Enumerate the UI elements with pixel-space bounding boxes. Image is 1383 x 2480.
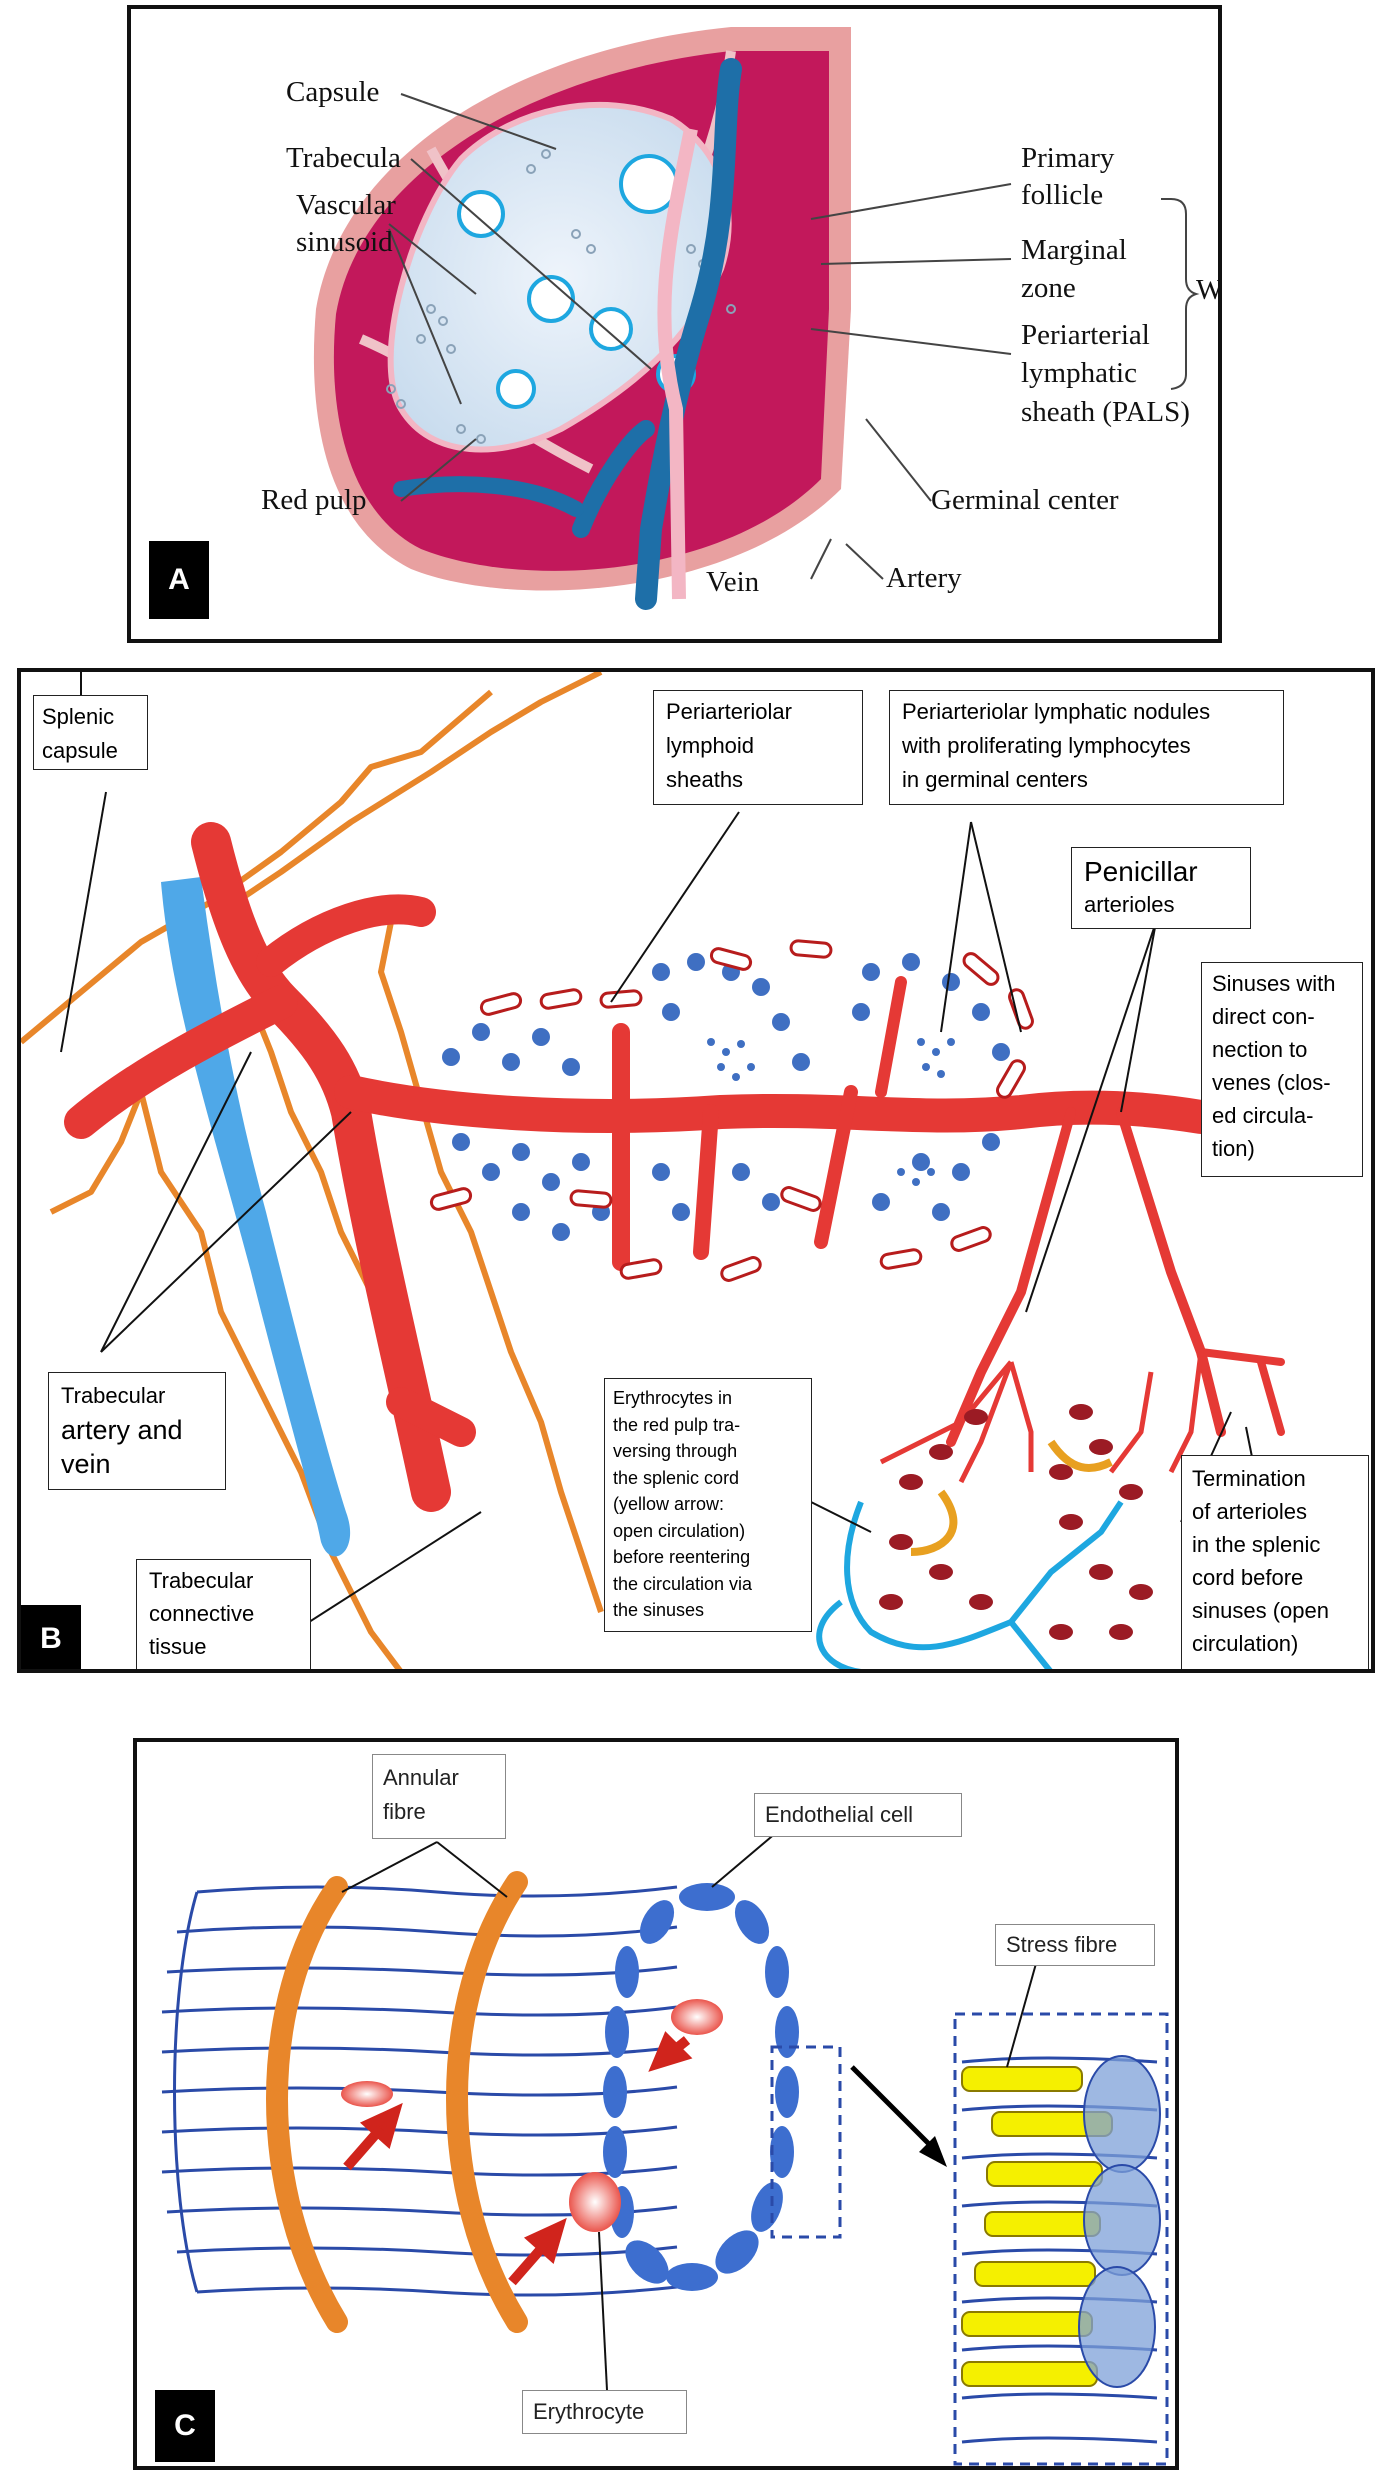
label-box-periarteriolar-sheaths: Periarteriolar lymphoid sheaths (653, 690, 863, 805)
panel-b: Splenic capsule Periarteriolar lymphoid … (17, 668, 1375, 1673)
panel-a-badge: A (149, 541, 209, 619)
panel-a: Capsule Trabecula Vascular sinusoid Red … (127, 5, 1222, 643)
label-box-termination: Termination of arterioles in the splenic… (1181, 1455, 1369, 1669)
endothelial-ring (603, 1883, 799, 2291)
erythrocyte-1 (341, 2081, 393, 2107)
label-white-pulp: White pulp (1196, 274, 1222, 306)
vein-vessel (635, 58, 742, 610)
label-pals-3: sheath (PALS) (1021, 396, 1190, 428)
label-vascular-sinusoid-1: Vascular (296, 189, 396, 221)
annular-fibre-right (446, 1871, 528, 2333)
label-box-annular-fibre: Annular fibre (372, 1754, 506, 1839)
endothelial-lobes (1078, 2055, 1161, 2388)
label-box-sinuses: Sinuses with direct con- nection to vene… (1201, 962, 1363, 1177)
panel-c: Annular fibre Endothelial cell Stress fi… (133, 1738, 1179, 2470)
spleen-cross-section-diagram: Capsule Trabecula Vascular sinusoid Red … (261, 27, 1222, 610)
label-germinal-center: Germinal center (931, 484, 1119, 516)
label-red-pulp: Red pulp (261, 484, 367, 516)
label-artery: Artery (886, 562, 962, 594)
yellow-arrows (910, 1439, 1113, 1556)
label-box-lymphatic-nodules: Periarteriolar lymphatic nodules with pr… (889, 690, 1284, 805)
venous-sinuses (816, 1500, 1124, 1669)
label-pals-2: lymphatic (1021, 357, 1137, 389)
stress-fibres (961, 2066, 1113, 2387)
sinus-wall-diagram (161, 1831, 1169, 2466)
label-pals-1: Periarterial (1021, 319, 1150, 351)
label-capsule: Capsule (286, 76, 379, 108)
label-marginal-zone-1: Marginal (1021, 234, 1127, 266)
zoom-arrow (850, 2065, 939, 2154)
label-box-stress-fibre: Stress fibre (995, 1924, 1155, 1966)
label-trabecula: Trabecula (286, 142, 401, 174)
white-pulp-brace (1170, 198, 1200, 390)
panel-c-badge: C (155, 2390, 215, 2462)
label-vascular-sinusoid-2: sinusoid (296, 226, 393, 258)
label-vein: Vein (706, 566, 760, 598)
splenic-circulation-diagram (21, 672, 1285, 1669)
label-box-penicillar-arterioles: Penicillar arterioles (1071, 847, 1251, 929)
label-box-erythrocytes: Erythrocytes in the red pulp tra- versin… (604, 1378, 812, 1632)
zoom-source-box (770, 2045, 842, 2239)
label-box-erythrocyte: Erythrocyte (522, 2390, 687, 2434)
erythrocytes (879, 1404, 1153, 1640)
erythrocyte-2 (671, 1999, 723, 2035)
label-box-splenic-capsule: Splenic capsule (33, 695, 148, 770)
zoom-detail-box (953, 2012, 1169, 2466)
panel-b-badge: B (21, 1605, 81, 1669)
artery-vessel (657, 127, 698, 600)
label-primary-follicle-2: follicle (1021, 179, 1103, 211)
label-primary-follicle-1: Primary (1021, 142, 1115, 174)
erythrocyte-3 (569, 2172, 621, 2232)
lymphocytes (442, 953, 1010, 1241)
sheath-cells (429, 939, 1034, 1282)
label-box-endothelial-cell: Endothelial cell (754, 1793, 962, 1837)
label-marginal-zone-2: zone (1021, 272, 1076, 304)
annular-fibre-left (266, 1876, 348, 2333)
label-box-trabecular-artery: Trabecular artery and vein (48, 1372, 226, 1490)
label-box-trabecular-tissue: Trabecular connective tissue (136, 1559, 311, 1669)
